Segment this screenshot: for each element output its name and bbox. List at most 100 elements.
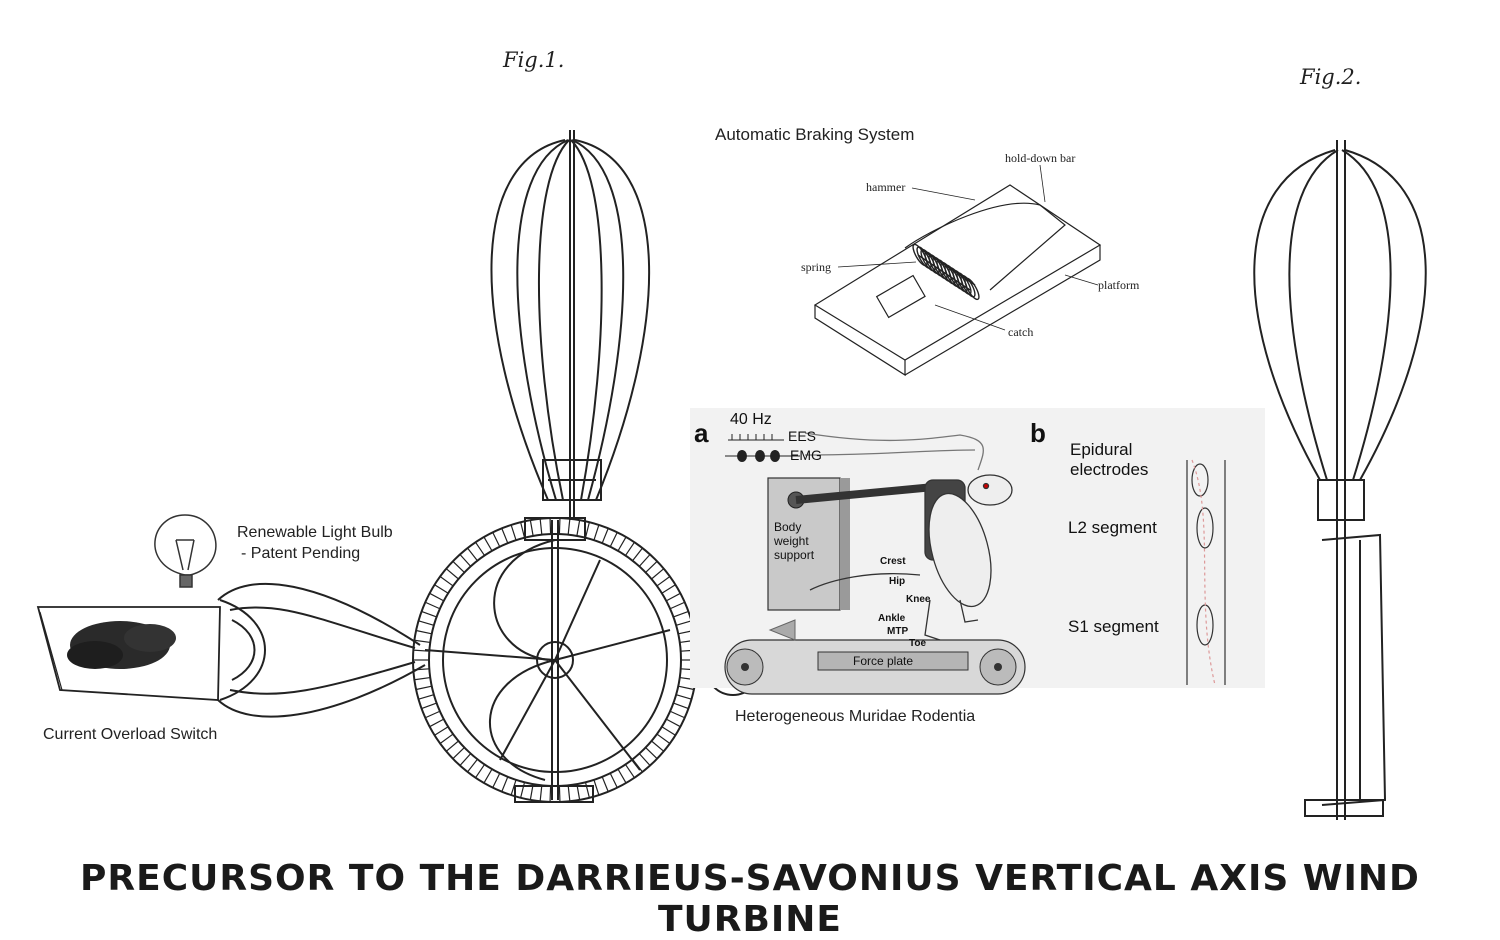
gear-tooth (434, 584, 449, 594)
gear-tooth (520, 782, 526, 798)
gear-tooth (483, 536, 493, 552)
gear-tooth (661, 584, 676, 594)
fig2-label: Fig.2. (1300, 65, 1362, 89)
gear-tooth (584, 522, 590, 538)
hip-label: Hip (889, 576, 906, 587)
spinal-cord (1186, 459, 1226, 686)
bulb-label-1: Renewable Light Bulb (237, 524, 393, 541)
trap-catch-label: catch (1008, 325, 1034, 339)
l2-segment-label: L2 segment (1068, 518, 1157, 537)
overload-switch-label: Current Overload Switch (43, 726, 218, 743)
gear-tooth (638, 554, 651, 567)
gear-tooth (632, 547, 643, 562)
crest-label: Crest (880, 556, 906, 567)
rat-panel (690, 408, 1265, 695)
gear-tooth (651, 740, 665, 752)
gear-tooth (429, 718, 445, 728)
gear-tooth (501, 776, 509, 792)
rodentia-label: Heterogeneous Muridae Rodentia (735, 708, 976, 725)
gear-tooth (539, 785, 543, 802)
gear-tooth (645, 560, 658, 573)
knee-label: Knee (906, 594, 931, 605)
gear-tooth (434, 726, 449, 736)
gear-tooth (501, 528, 509, 544)
gear-tooth (439, 576, 454, 587)
gear-tooth (520, 522, 526, 538)
gear-tooth (665, 592, 681, 602)
gear-tooth (539, 518, 543, 535)
gear-tooth (529, 783, 534, 800)
gear-tooth (609, 772, 618, 788)
fig1-label: Fig.1. (503, 48, 565, 72)
gear-tooth (673, 702, 689, 710)
gear-tooth (475, 541, 486, 556)
gear-tooth (439, 733, 454, 744)
gear-tooth (675, 694, 692, 700)
gear-tooth (567, 785, 571, 802)
panel-b-letter: b (1030, 418, 1046, 448)
ees-label: EES (788, 428, 817, 444)
gear-wheel (412, 517, 698, 803)
gear-tooth (418, 694, 435, 700)
gear-tooth (661, 726, 676, 736)
spring-coil (964, 277, 980, 301)
gear-tooth (452, 560, 465, 573)
gear-tooth (593, 779, 600, 796)
force-plate-label: Force plate (853, 654, 914, 668)
gear-tooth (467, 547, 478, 562)
gear-tooth (593, 524, 600, 541)
trap-platform-label: platform (1098, 278, 1140, 292)
gear-tooth (669, 601, 685, 610)
ankle-label: Ankle (878, 613, 906, 624)
gear-tooth (483, 768, 493, 784)
gear-tooth (673, 610, 689, 618)
gear-tooth (624, 541, 635, 556)
gear-tooth (418, 620, 435, 626)
trap-leaders (837, 164, 1099, 331)
gear-tooth (675, 620, 692, 626)
overload-switch (36, 606, 221, 701)
gear-tooth (656, 733, 671, 744)
gear-tooth (656, 576, 671, 587)
epidural-label-1: Epidural (1070, 440, 1133, 459)
gear-tooth (601, 776, 609, 792)
gear-tooth (665, 718, 681, 728)
gear-tooth (475, 764, 486, 779)
gear-tooth (452, 747, 465, 760)
whisk-balloon-fig1 (490, 130, 651, 520)
gear-tooth (638, 753, 651, 766)
gear-tooth (601, 528, 609, 544)
gear-tooth (651, 568, 665, 580)
gear-tooth (425, 710, 441, 719)
force-plate (817, 651, 969, 671)
gear-tooth (429, 592, 445, 602)
emg-label: EMG (790, 447, 822, 463)
gear-tooth (669, 710, 685, 719)
gear-tooth (414, 676, 431, 681)
gear-tooth (421, 702, 437, 710)
body-support-text-3: support (774, 548, 815, 562)
trap-hold-down-label: hold-down bar (1005, 151, 1076, 165)
gear-tooth (584, 782, 590, 798)
toe-label: Toe (909, 638, 927, 649)
whisk-handle (217, 582, 426, 718)
gear-tooth (558, 785, 561, 802)
gear-tooth (510, 524, 517, 541)
gear-tooth (421, 610, 437, 618)
gear-tooth (529, 520, 534, 537)
gear-tooth (609, 532, 618, 548)
whisk-fig2 (1253, 140, 1427, 820)
gear-tooth (632, 758, 643, 773)
gear-tooth (459, 554, 472, 567)
page-title: PRECURSOR TO THE DARRIEUS-SAVONIUS VERTI… (80, 858, 1420, 940)
body-support-text-2: weight (774, 534, 809, 548)
gear-tooth (678, 685, 695, 691)
gear-tooth (414, 639, 431, 644)
gear-tooth (510, 779, 517, 796)
body-support-text-1: Body (774, 520, 802, 534)
gear-tooth (459, 753, 472, 766)
epidural-label-2: electrodes (1070, 460, 1149, 479)
gear-tooth (558, 518, 561, 535)
gear-tooth (576, 783, 581, 800)
